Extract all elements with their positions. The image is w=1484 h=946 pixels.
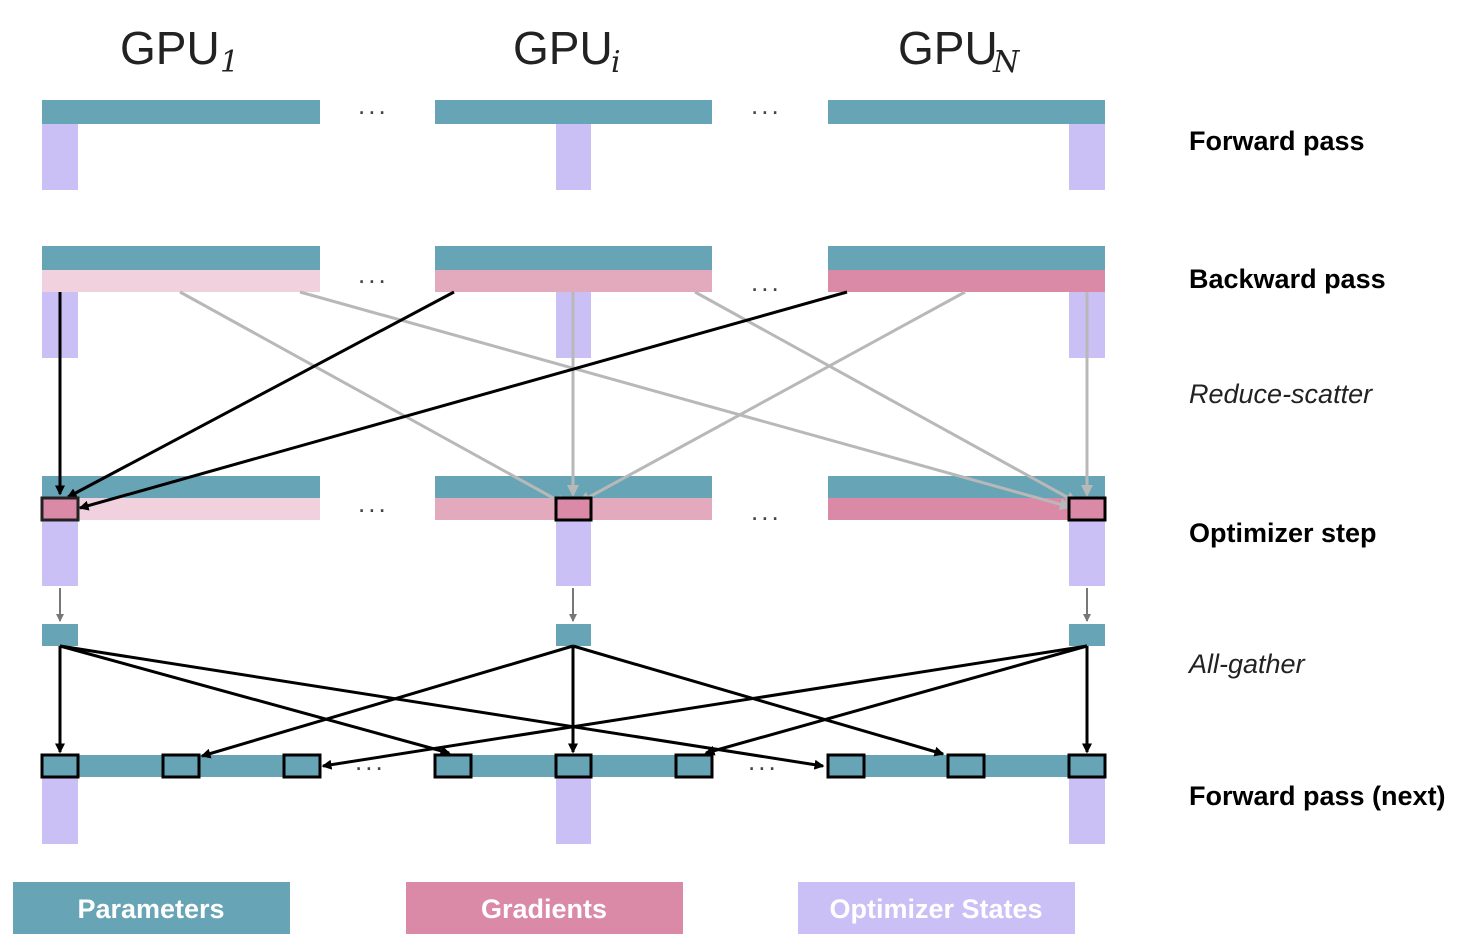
optimizer-shard-gpu-i: [556, 124, 591, 190]
ellipsis: ...: [751, 496, 782, 526]
ellipsis: ...: [358, 90, 389, 120]
gathered-shard: [282, 753, 322, 779]
gathered-shard: [674, 753, 714, 779]
reduce-scatter-dark-arrows: [55, 290, 848, 511]
reduce-scatter-arrow: [578, 290, 966, 504]
label-reduce-scatter: Reduce-scatter: [1189, 379, 1373, 409]
optimizer-shard-gpu-1: [42, 777, 78, 844]
label-backward-pass: Backward pass: [1189, 264, 1386, 294]
gpu-i-label: GPU: [513, 22, 613, 74]
grad-bar-gpu-1: [42, 270, 320, 292]
optimizer-shard-highlights: [40, 496, 1107, 522]
reduce-scatter-arrow: [179, 290, 568, 507]
param-bar-gpu-1: [42, 755, 320, 777]
param-bar-gpu-i: [435, 246, 712, 270]
grad-bar-gpu-n: [828, 270, 1105, 292]
param-shard-gpu-n: [1069, 624, 1105, 646]
ellipsis: ...: [751, 267, 782, 297]
param-shard-gpu-1: [42, 624, 78, 646]
label-optimizer-step: Optimizer step: [1189, 518, 1377, 548]
all-gather-arrow: [59, 644, 451, 756]
grad-bar-gpu-1: [42, 498, 320, 520]
ellipsis: ...: [748, 746, 779, 776]
gpu-header-1: GPU 1: [120, 22, 239, 80]
row-optimizer-step: ... ...: [42, 476, 1105, 586]
ellipsis: ...: [358, 259, 389, 289]
param-bar-gpu-n: [828, 100, 1105, 124]
all-gather-arrow: [572, 644, 945, 757]
gpu-n-label: GPU: [898, 22, 998, 74]
row-forward-pass-next: ... ...: [42, 746, 1105, 844]
all-gather-arrow: [321, 644, 1088, 770]
param-bar-gpu-n: [828, 755, 1105, 777]
label-all-gather: All-gather: [1187, 649, 1306, 679]
gpu-header-i: GPU i: [513, 22, 621, 80]
optimizer-shard-gpu-n: [1069, 777, 1105, 844]
param-bar-gpu-i: [435, 755, 712, 777]
legend: Parameters Gradients Optimizer States: [13, 882, 1075, 934]
row-forward-pass: ... ...: [42, 90, 1105, 190]
gpu-1-label: GPU: [120, 22, 220, 74]
ellipsis: ...: [751, 90, 782, 120]
legend-label-optimizer-states: Optimizer States: [829, 894, 1042, 924]
reduced-grad-shard-gpu-1: [40, 496, 80, 522]
all-gather-arrow: [200, 644, 574, 759]
gathered-shard: [1067, 753, 1107, 779]
reduce-scatter-arrow: [78, 290, 848, 511]
optimizer-shard-gpu-1: [42, 520, 78, 586]
all-gather-arrow: [704, 644, 1088, 756]
reduced-grad-shard-gpu-n: [1067, 496, 1107, 522]
gathered-shard: [433, 753, 473, 779]
reduce-scatter-arrow: [694, 290, 1078, 504]
gathered-shard: [946, 753, 986, 779]
param-shard-gpu-i: [556, 624, 591, 646]
gpu-n-subscript: N: [992, 45, 1021, 80]
param-bar-gpu-n: [828, 246, 1105, 270]
grad-bar-gpu-n: [828, 498, 1105, 520]
reduced-grad-shard-gpu-i: [554, 496, 593, 522]
legend-swatch-optimizer-states: [798, 882, 1075, 934]
param-bar-gpu-1: [42, 246, 320, 270]
legend-label-gradients: Gradients: [481, 894, 607, 924]
reduce-scatter-arrow: [66, 290, 455, 499]
gathered-shard: [826, 753, 866, 779]
row-backward-pass: ... ...: [42, 246, 1105, 358]
legend-swatch-gradients: [406, 882, 683, 934]
legend-label-parameters: Parameters: [77, 894, 224, 924]
ellipsis: ...: [358, 488, 389, 518]
param-bar-gpu-1: [42, 100, 320, 124]
label-forward-pass-next: Forward pass (next): [1189, 781, 1446, 811]
optimizer-shard-gpu-1: [42, 124, 78, 190]
all-gather-arrows: [55, 644, 1092, 770]
gathered-shard-outlines: [40, 753, 1107, 779]
all-gather-arrow: [59, 644, 825, 770]
reduce-scatter-arrow: [299, 290, 1072, 511]
optimizer-shard-gpu-n: [1069, 520, 1105, 586]
param-bar-gpu-1: [42, 476, 320, 498]
optimizer-shard-gpu-n: [1069, 124, 1105, 190]
gathered-shard: [40, 753, 80, 779]
label-forward-pass: Forward pass: [1189, 126, 1365, 156]
grad-bar-gpu-i: [435, 270, 712, 292]
gathered-shard: [554, 753, 593, 779]
optimizer-shard-gpu-i: [556, 520, 591, 586]
row-all-gather-shards: [42, 624, 1105, 646]
legend-swatch-parameters: [13, 882, 290, 934]
optimizer-shard-gpu-i: [556, 777, 591, 844]
gpu-1-subscript: 1: [220, 45, 239, 80]
reduce-scatter-light-arrows: [179, 290, 1093, 511]
gpu-header-n: GPU N: [898, 22, 1021, 80]
param-bar-gpu-i: [435, 100, 712, 124]
gpu-i-subscript: i: [611, 45, 621, 80]
gathered-shard: [161, 753, 201, 779]
update-arrows: [56, 588, 1091, 622]
